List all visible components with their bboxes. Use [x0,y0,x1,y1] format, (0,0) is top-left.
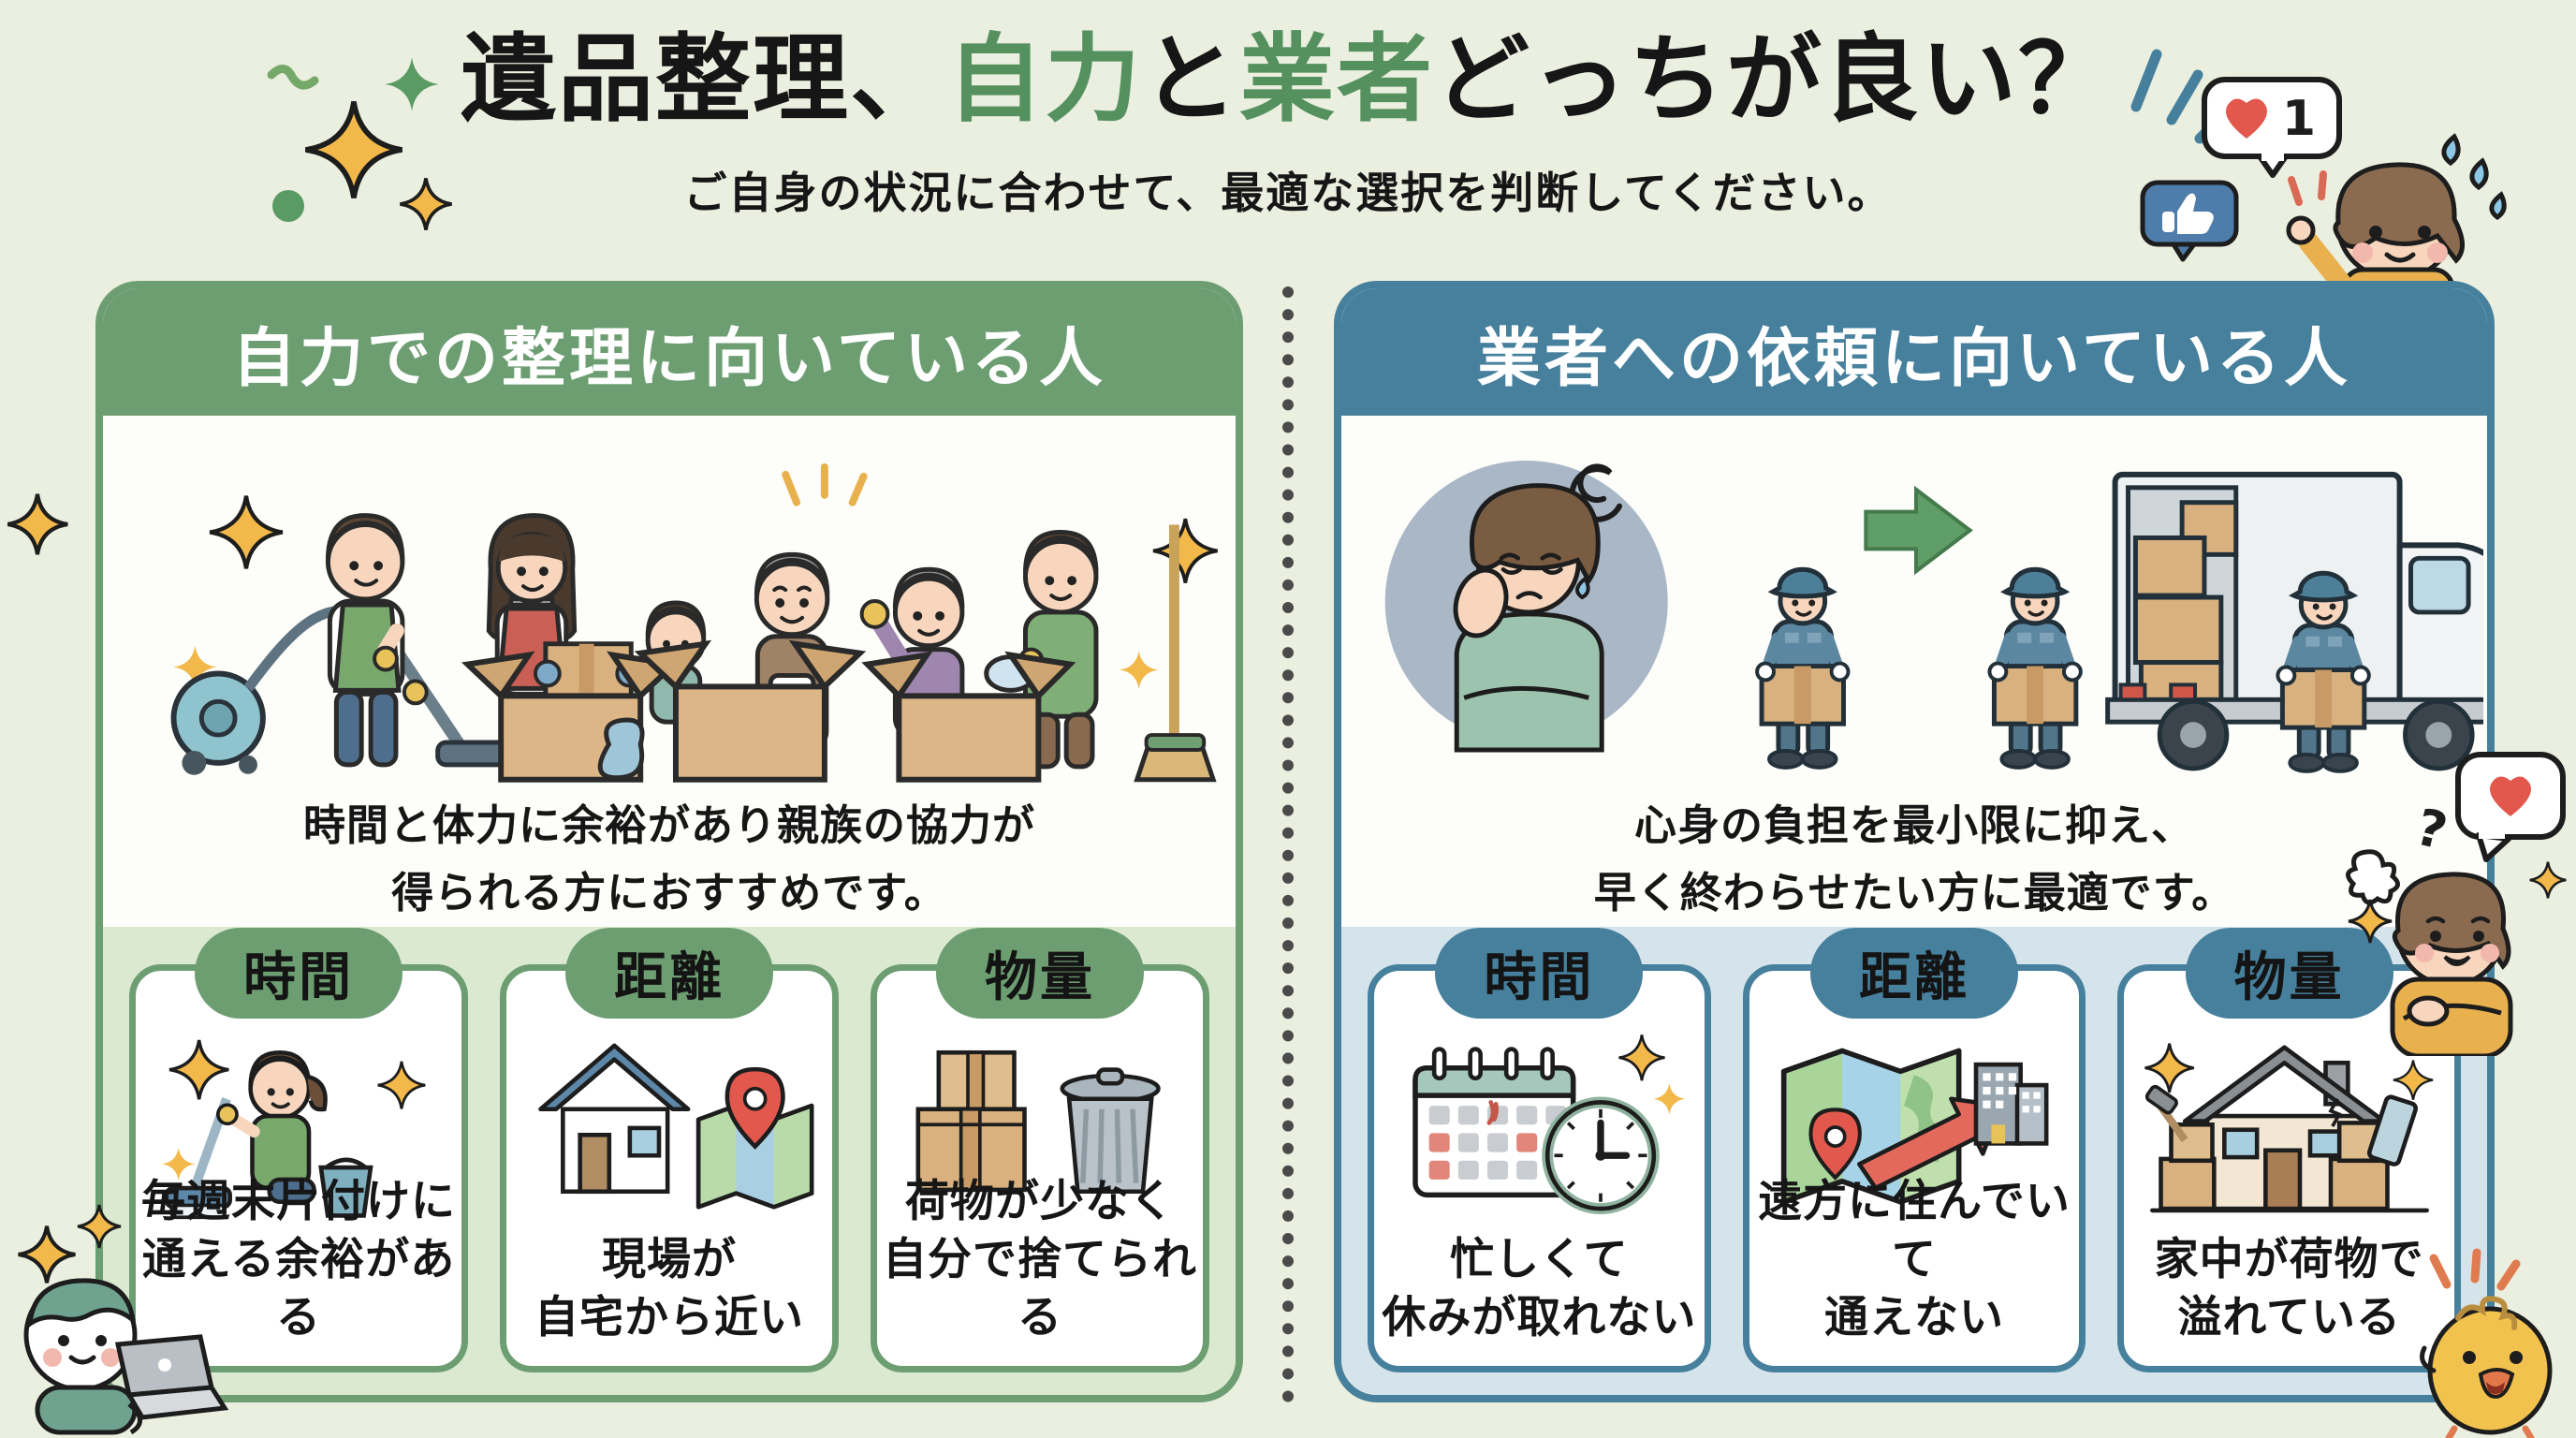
company-card-distance-caption: 遠方に住んでいて 通えない [1758,1175,2071,1343]
house-map-pin-icon [515,1020,824,1235]
company-desc-line2: 早く終わらせたい方に最適です。 [1593,868,2235,917]
self-card-distance-badge: 距離 [565,928,773,1019]
sparkle-cluster-top-left [267,57,454,232]
self-card-time: 時間 [129,928,468,1372]
heart-like-bubble: 1 [2202,77,2342,180]
calendar-clock-icon [1384,1020,1693,1235]
self-card-time-badge: 時間 [195,928,402,1019]
company-card-time: 時間 [1368,928,1711,1372]
laptop-mascot-character [16,1204,229,1435]
company-card-time-badge: 時間 [1435,928,1644,1019]
self-card-distance: 距離 [500,928,839,1372]
cleaning-woman-icon [144,1020,453,1235]
thumbs-up-icon [2162,193,2214,234]
family-cleaning-illustration [107,419,1232,786]
self-panel-description: 時間と体力に余裕があり親族の協力が 得られる方におすすめです。 [103,792,1236,927]
self-card-volume: 物量 [871,928,1209,1372]
page-subtitle: ご自身の状況に合わせて、最適な選択を判断してください。 [683,168,1893,218]
self-sorting-panel: 自力での整理に向いている人 [95,281,1243,1402]
boxes-trash-icon [886,1020,1194,1235]
map-arrow-buildings-icon [1760,1020,2069,1235]
company-card-distance: 距離 [1742,928,2086,1372]
company-panel-description: 心身の負担を最小限に抑え、 早く終わらせたい方に最適です。 [1341,792,2487,927]
heart-icon [2226,98,2267,139]
thumbs-up-bubble [2140,180,2239,262]
thinking-woman-character: ? [2346,752,2568,1056]
self-desc-line1: 時間と体力に余裕があり親族の協力が [302,800,1035,850]
company-card-time-caption: 忙しくて 休みが取れない [1382,1233,1697,1343]
company-panel: 業者への依頼に向いている人 [1334,281,2495,1402]
panel-divider [1282,286,1294,1402]
self-card-time-caption: 毎週末片付けに 通える余裕がある [141,1175,456,1343]
like-count: 1 [2282,91,2316,147]
cluttered-house-icon [2135,1020,2444,1235]
svg-text:?: ? [2410,797,2453,861]
company-desc-line1: 心身の負担を最小限に抑え、 [1633,800,2194,850]
company-panel-title: 業者への依頼に向いている人 [1477,321,2351,396]
company-card-distance-badge: 距離 [1810,928,2018,1019]
heart-icon [2490,776,2531,816]
sparkle-left-edge [7,487,73,562]
self-card-distance-caption: 現場が 自宅から近い [534,1233,804,1343]
self-desc-line2: 得られる方におすすめです。 [391,868,947,917]
company-card-volume-badge: 物量 [2185,928,2393,1019]
self-panel-title: 自力での整理に向いている人 [232,321,1106,396]
movers-truck-illustration [1345,419,2483,786]
self-card-volume-caption: 荷物が少なく 自分で捨てられる [883,1175,1197,1343]
chick-character [2420,1248,2553,1438]
self-card-volume-badge: 物量 [936,928,1144,1019]
self-panel-header: 自力での整理に向いている人 [103,288,1236,416]
page-title: 遺品整理、自力と業者どっちが良い？ [461,24,2115,136]
company-panel-header: 業者への依頼に向いている人 [1341,288,2487,416]
company-card-volume-caption: 家中が荷物で 溢れている [2154,1233,2424,1343]
